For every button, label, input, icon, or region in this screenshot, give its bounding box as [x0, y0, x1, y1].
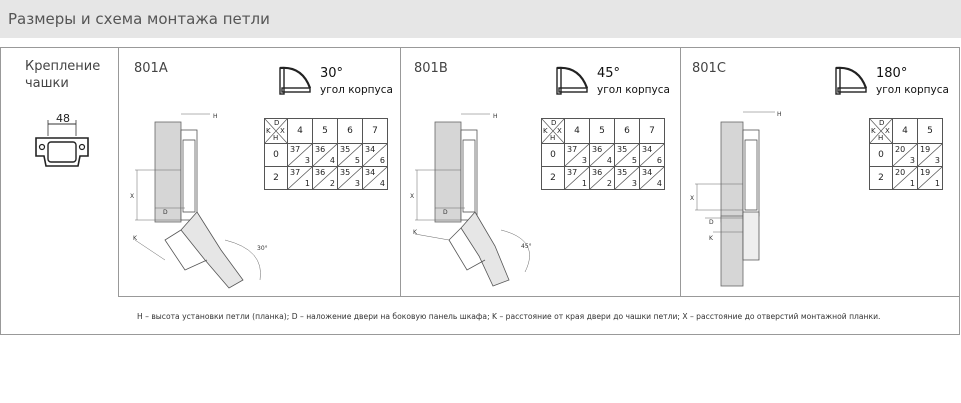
angle-180-icon: [835, 66, 868, 95]
svg-text:H: H: [213, 113, 218, 120]
svg-text:30°: 30°: [257, 245, 268, 252]
angle-value: 30°: [320, 66, 344, 81]
angle-value: 45°: [597, 66, 621, 81]
svg-text:D: D: [709, 219, 714, 226]
legend-footnote: H – высота установки петли (планка); D –…: [137, 312, 881, 321]
cup-mount-label: Крепление чашки: [25, 59, 101, 91]
column-header: 6: [614, 118, 640, 144]
row-header: 2: [264, 166, 288, 190]
column-header: 4: [892, 118, 918, 144]
column-header: 4: [287, 118, 313, 144]
angle-caption: угол корпуса: [876, 84, 949, 96]
cup-mount-icon: [35, 120, 89, 167]
hinge-801c-drawing: H X D K: [690, 111, 782, 287]
angle-30-icon: [279, 66, 312, 95]
column-header: 7: [639, 118, 665, 144]
svg-text:X: X: [690, 195, 694, 202]
svg-text:H: H: [493, 113, 498, 120]
model-801a-title: 801A: [134, 61, 168, 76]
column-header: 4: [564, 118, 590, 144]
svg-text:H: H: [777, 111, 782, 118]
svg-text:D: D: [443, 209, 448, 216]
angle-45-icon: [556, 66, 589, 95]
row-header: 2: [869, 166, 893, 190]
svg-text:D: D: [163, 209, 168, 216]
angle-caption: угол корпуса: [320, 84, 393, 96]
row-header: 2: [541, 166, 565, 190]
cup-width-value: 48: [56, 112, 70, 125]
hinge-801a-drawing: H X D K 30°: [130, 113, 268, 289]
column-header: 6: [337, 118, 363, 144]
svg-text:X: X: [410, 193, 414, 200]
svg-text:X: X: [130, 193, 134, 200]
column-header: 5: [589, 118, 615, 144]
section-header: Размеры и схема монтажа петли: [0, 0, 961, 38]
content-frame: [0, 47, 960, 335]
divider: [118, 47, 119, 297]
svg-text:45°: 45°: [521, 243, 532, 250]
row-header: 0: [869, 143, 893, 167]
model-801c-title: 801C: [692, 61, 726, 76]
column-header: 7: [362, 118, 388, 144]
angle-caption: угол корпуса: [597, 84, 670, 96]
svg-text:K: K: [709, 235, 714, 242]
hinge-801b-drawing: H X D K 45°: [410, 113, 532, 287]
divider: [118, 296, 960, 297]
section-title: Размеры и схема монтажа петли: [8, 10, 270, 28]
divider: [680, 47, 681, 297]
svg-text:K: K: [133, 235, 138, 242]
angle-value: 180°: [876, 66, 908, 81]
column-header: 5: [312, 118, 338, 144]
model-801b-title: 801B: [414, 61, 448, 76]
svg-text:K: K: [413, 229, 418, 236]
column-header: 5: [917, 118, 943, 144]
divider: [400, 47, 401, 297]
